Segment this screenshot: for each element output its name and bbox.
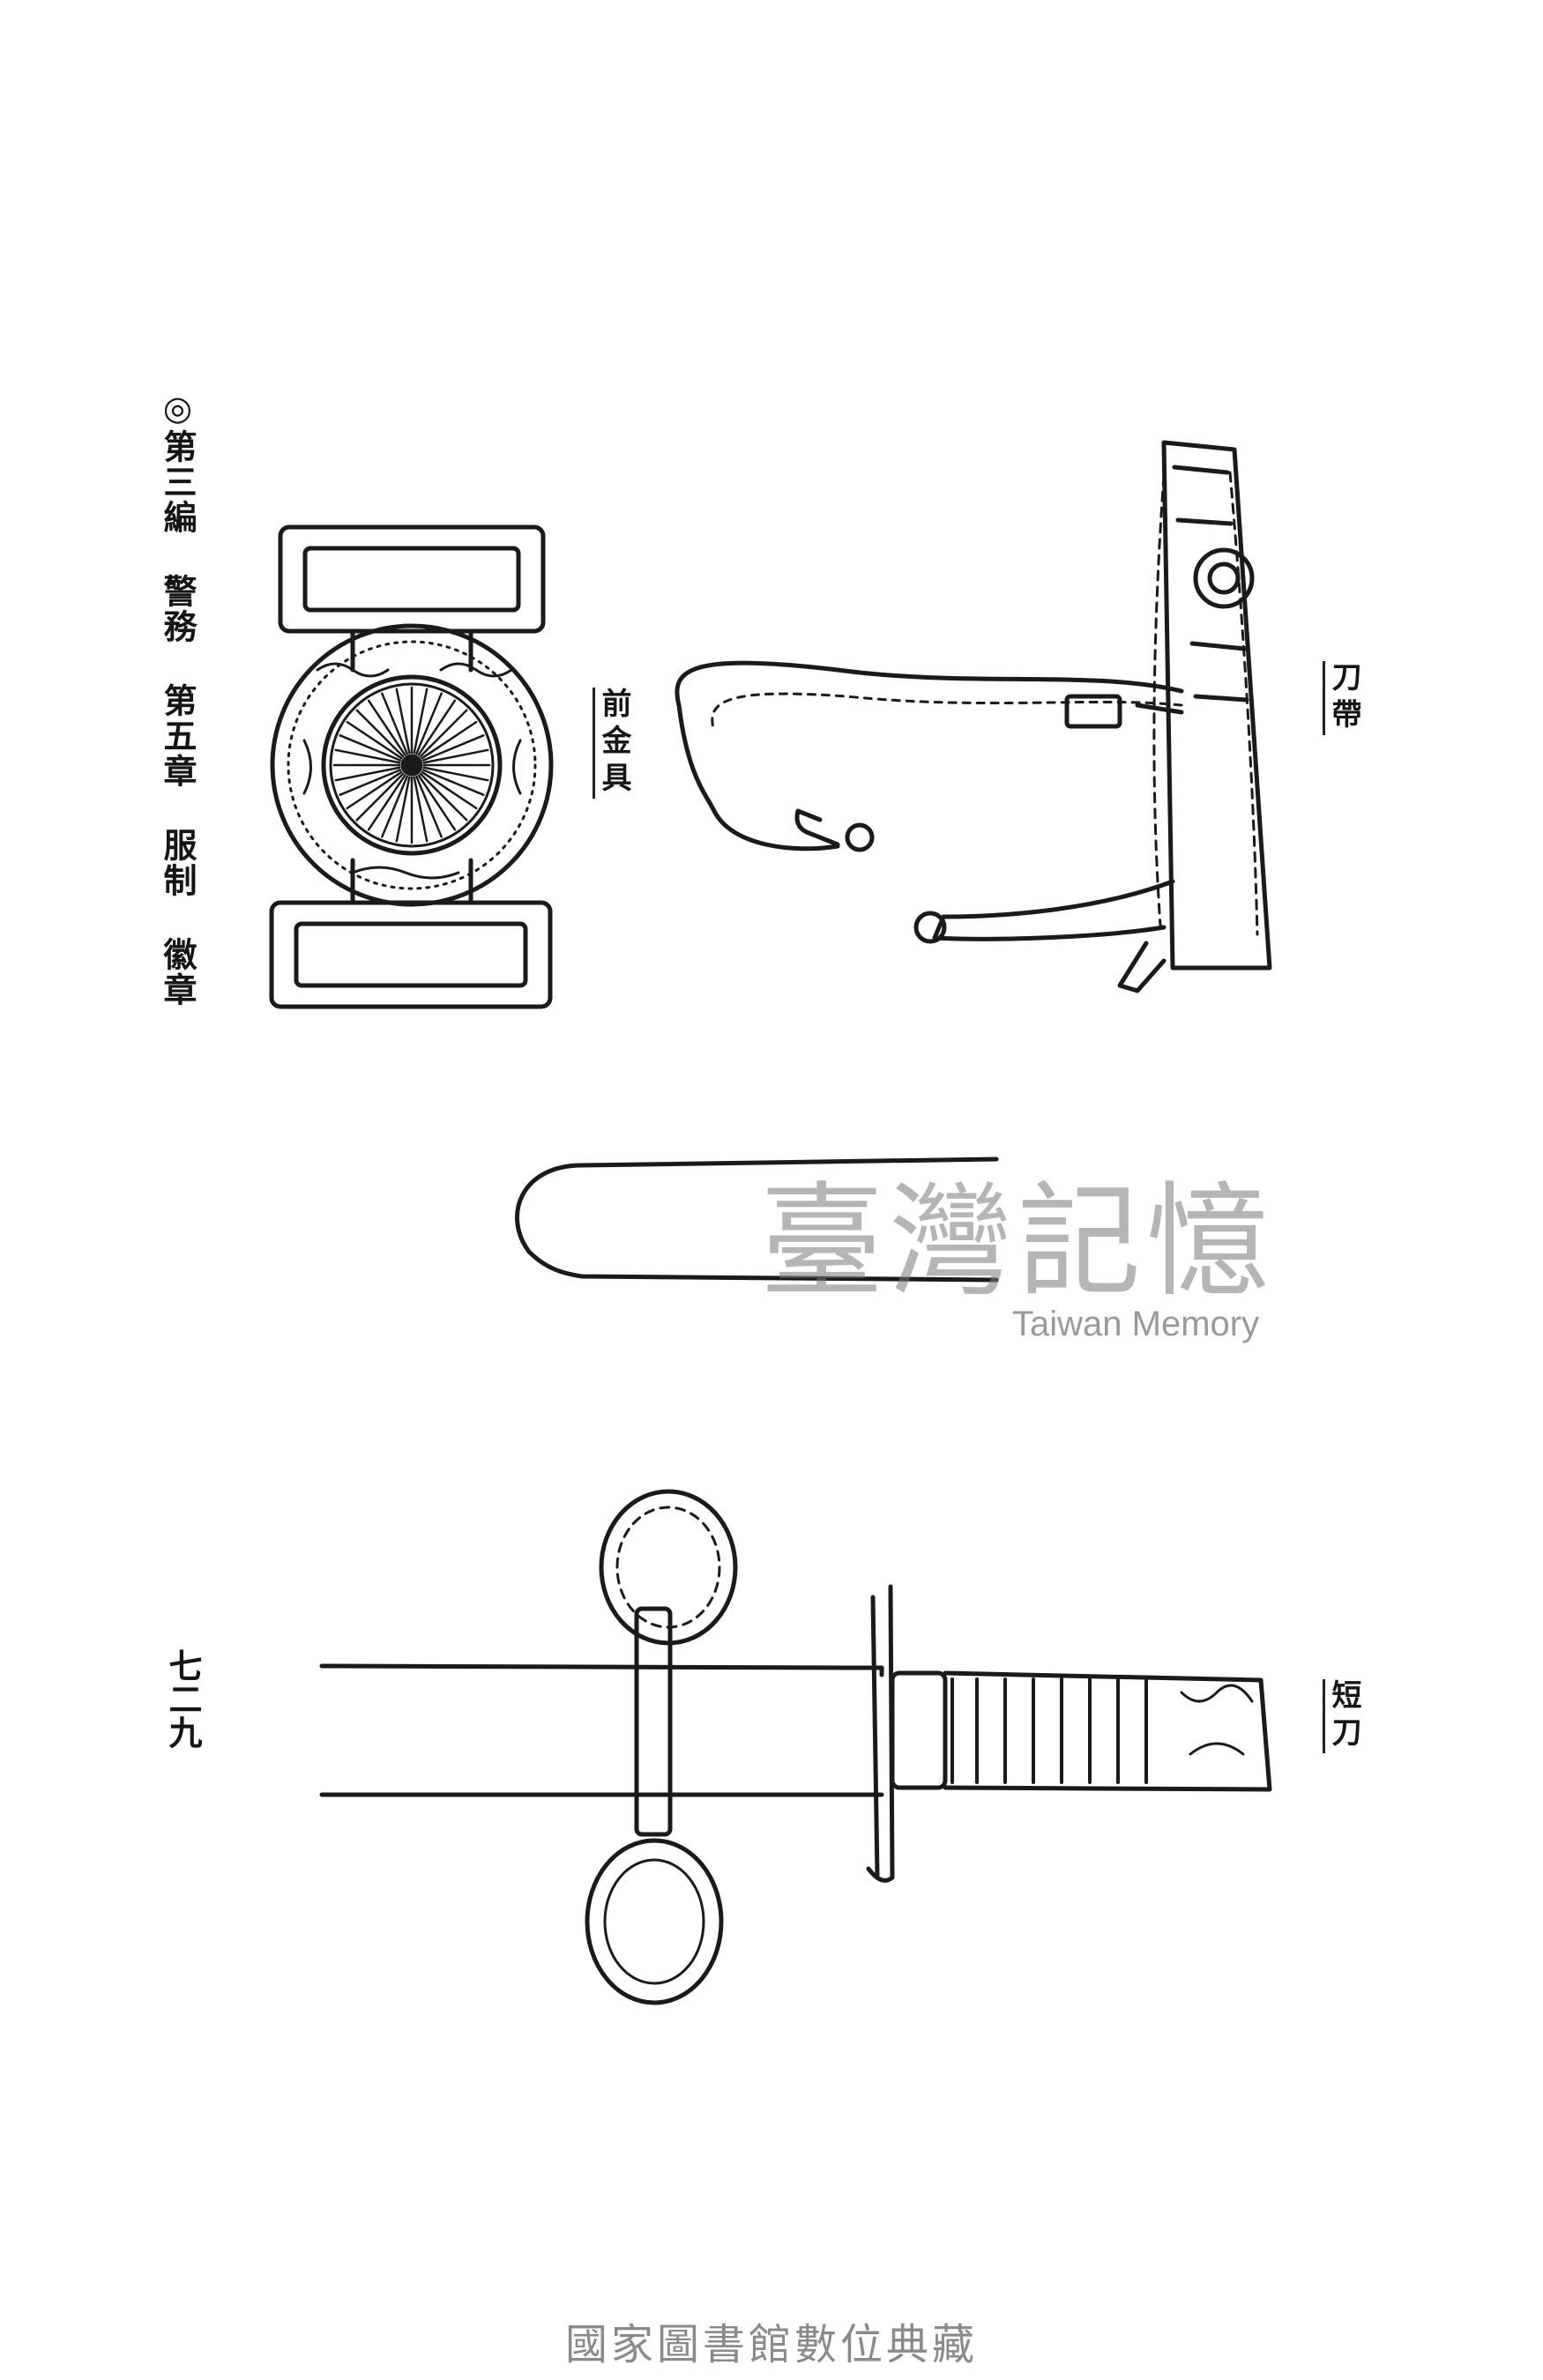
petal-line — [367, 699, 406, 756]
buckle-caption: 前金具 — [593, 688, 631, 799]
petal-line — [415, 692, 443, 755]
petal-line — [419, 772, 468, 822]
petal-line — [355, 709, 405, 758]
petal-line — [381, 775, 408, 838]
petal-line — [421, 769, 485, 796]
header-part: 第三編 — [158, 429, 198, 535]
running-header: ◎第三編警務第五章服制徽章 — [158, 388, 198, 1008]
watermark-title: 臺灣記憶 — [760, 1171, 1276, 1314]
watermark-subtitle: Taiwan Memory — [1012, 1305, 1260, 1343]
sword-caption: 短刀 — [1323, 1679, 1361, 1753]
header-chapter: 第五章 — [158, 683, 198, 789]
petal-line — [417, 774, 457, 831]
petal-line — [381, 692, 408, 755]
petal-line — [421, 720, 478, 760]
header-topic: 服制 — [158, 828, 198, 898]
petal-line — [355, 772, 405, 822]
petal-line — [421, 770, 478, 810]
petal-line — [339, 734, 402, 762]
petal-line — [334, 748, 401, 764]
petal-line — [422, 766, 489, 782]
page-number: 七二九 — [163, 1648, 203, 1749]
header-marker: ◎ — [158, 388, 198, 429]
petal-line — [419, 709, 468, 758]
petal-line — [395, 688, 411, 755]
petal-line — [421, 734, 485, 762]
header-section: 警務 — [158, 574, 198, 644]
sword-illustration — [319, 1157, 1272, 2005]
petal-line — [422, 748, 489, 764]
belt-illustration — [675, 440, 1272, 993]
belt-caption: 刀帶 — [1323, 661, 1361, 735]
petal-line — [413, 688, 429, 755]
petal-line — [417, 699, 457, 756]
petal-line — [415, 775, 443, 838]
petal-line — [413, 776, 429, 843]
header-subtopic: 徽章 — [158, 937, 198, 1008]
petal-line — [367, 774, 406, 831]
petal-line — [339, 769, 402, 796]
footer-credit: 國家圖書館數位典藏 — [564, 2320, 978, 2369]
petal-line — [395, 776, 411, 843]
petal-line — [346, 720, 403, 760]
buckle-illustration — [269, 524, 554, 1009]
petal-line — [334, 766, 401, 782]
petal-line — [346, 770, 403, 810]
